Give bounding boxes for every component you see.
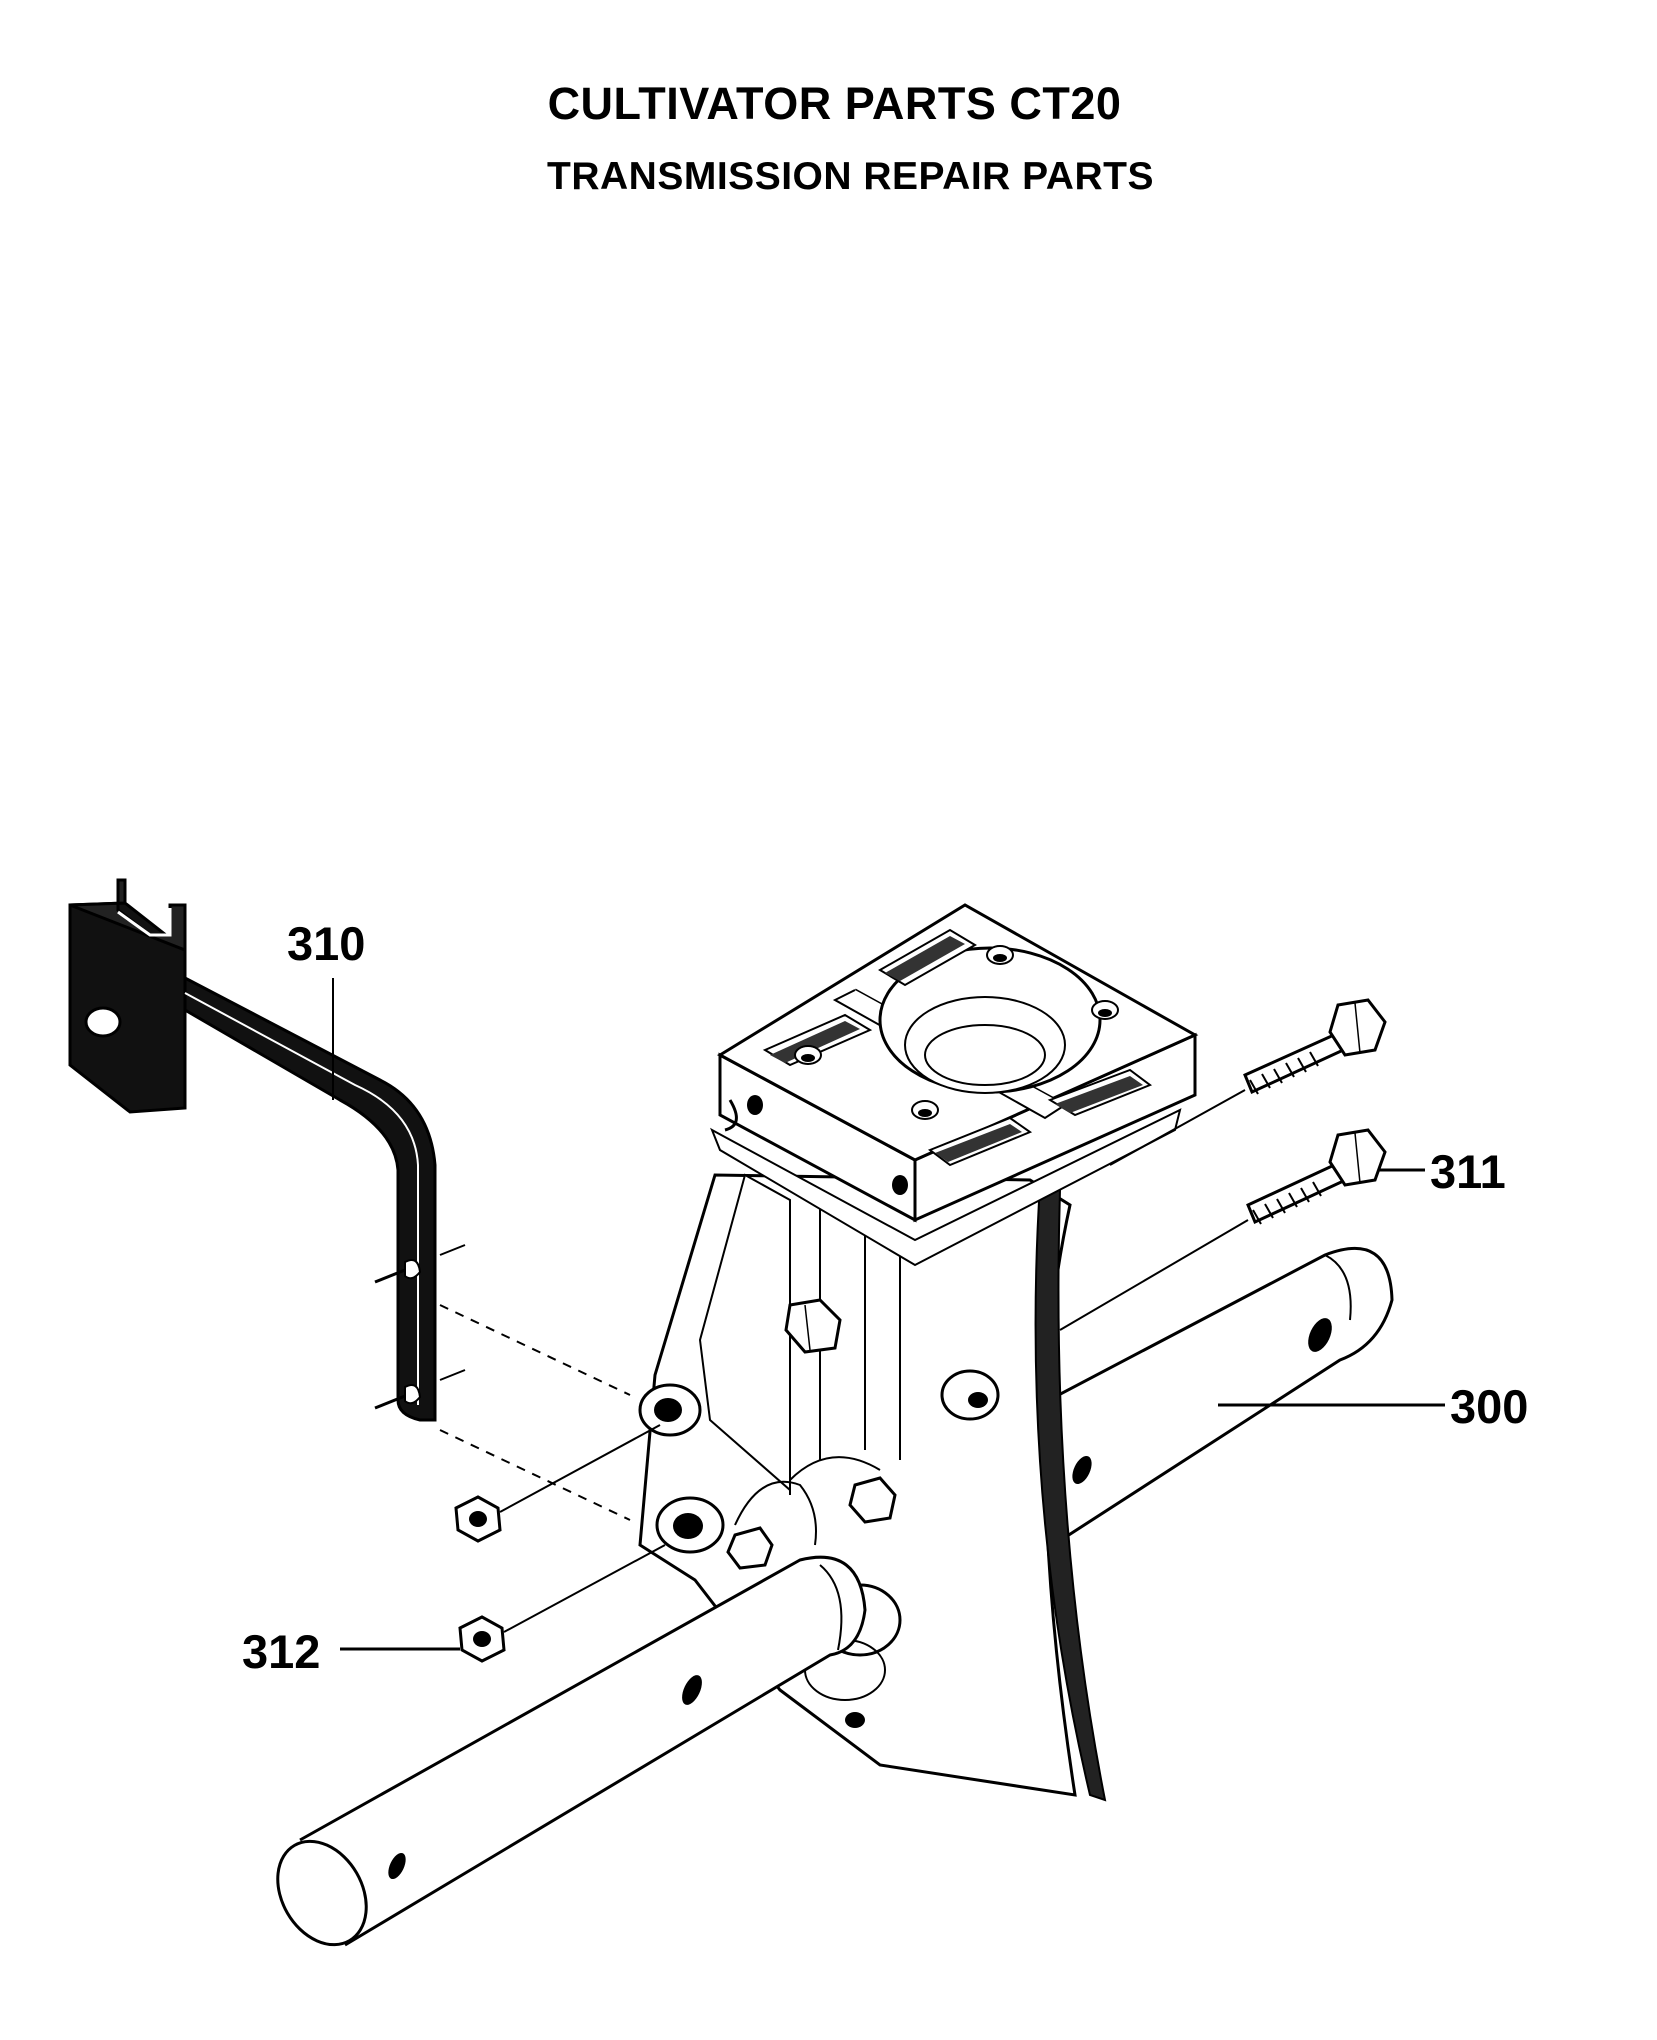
gear-box-mount: [710, 903, 1199, 1267]
callout-312: 312: [242, 1625, 320, 1678]
part-312-nuts: [454, 1424, 666, 1663]
page-subtitle: TRANSMISSION REPAIR PARTS: [547, 155, 1154, 198]
part-300-axle-rear: [1029, 1246, 1394, 1562]
part-300-axle-front: [276, 1555, 867, 1947]
callout-310: 310: [287, 917, 365, 970]
callout-300: 300: [1450, 1380, 1528, 1433]
part-310-bracket: [68, 878, 631, 1521]
callout-311: 311: [1430, 1145, 1506, 1198]
part-311-bolts: [1059, 998, 1387, 1331]
page-title: CULTIVATOR PARTS CT20: [547, 78, 1122, 129]
